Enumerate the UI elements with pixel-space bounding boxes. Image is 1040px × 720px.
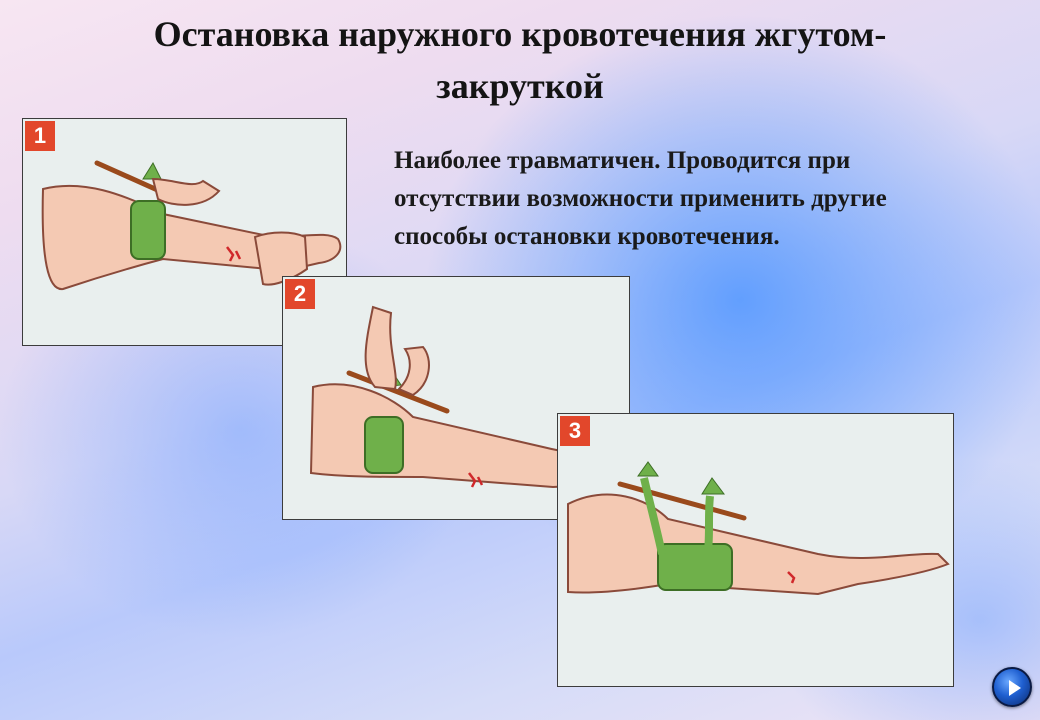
step-badge: 3 xyxy=(560,416,590,446)
arm-tourniquet-step-1-image xyxy=(41,160,342,291)
slide-title: Остановка наружного кровотечения жгутом-… xyxy=(0,8,1040,112)
step-3-illustration: 3 xyxy=(557,413,954,687)
step-badge: 1 xyxy=(25,121,55,151)
step-2-illustration: 2 xyxy=(282,276,630,520)
play-next-icon xyxy=(1009,680,1021,696)
step-1-illustration: 1 xyxy=(22,118,347,346)
slide-title-line-2: закруткой xyxy=(436,66,604,106)
description-line-2: отсутствии возможности применить другие xyxy=(394,185,887,212)
step-badge: 2 xyxy=(285,279,315,309)
arm-tourniquet-step-2-image xyxy=(309,305,629,489)
arm-tourniquet-step-3-image xyxy=(567,461,950,596)
description-line-1: Наиболее травматичен. Проводится при xyxy=(394,147,851,174)
description-line-3: способы остановки кровотечения. xyxy=(394,223,780,250)
description-text: Наиболее травматичен. Проводится при отс… xyxy=(394,142,1034,256)
slide-title-line-1: Остановка наружного кровотечения жгутом- xyxy=(153,14,887,54)
next-slide-button[interactable] xyxy=(992,667,1032,707)
